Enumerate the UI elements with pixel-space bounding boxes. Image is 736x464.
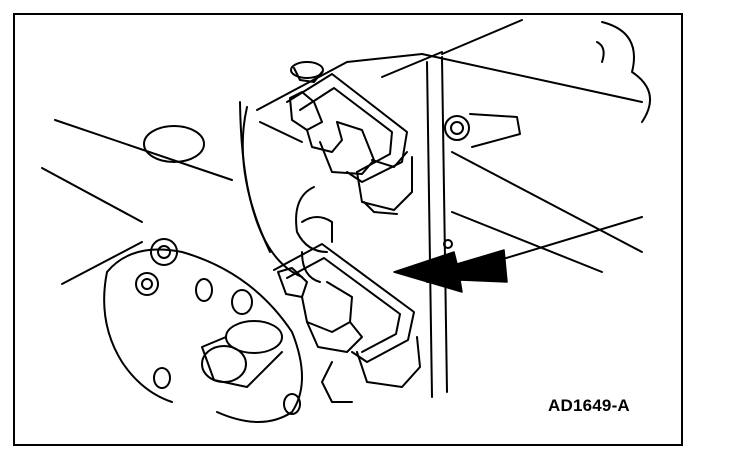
small-bolt-head [443, 239, 453, 249]
frame-member-lines [41, 19, 651, 285]
technical-illustration [41, 19, 651, 423]
mounting-hole [143, 125, 205, 163]
lower-clamp-assembly [273, 216, 421, 403]
upper-clamp-assembly [286, 73, 413, 215]
figure-code-label: AD1649-A [548, 396, 630, 415]
illustration-frame: AD1649-A [13, 13, 683, 446]
cylindrical-pin [201, 320, 283, 388]
bracket-plate [239, 56, 448, 398]
pointer-arrow-icon [393, 249, 508, 293]
flange-plate [103, 238, 303, 423]
bracket-bolt-upper [290, 61, 521, 148]
